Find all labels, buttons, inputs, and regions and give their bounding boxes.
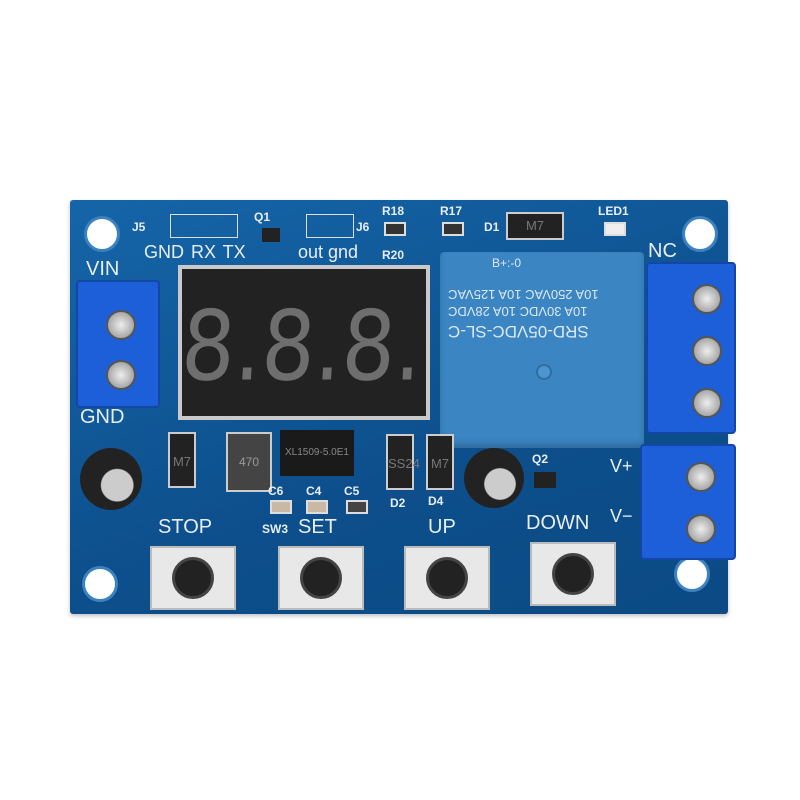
vin-label: VIN: [86, 258, 120, 280]
screw-icon[interactable]: [692, 284, 722, 314]
relay-rating-dc: 10A 30VDC 10A 28VDC: [448, 304, 588, 319]
mounting-hole: [674, 556, 710, 592]
c4-capacitor: [306, 500, 328, 514]
q2-transistor: [534, 472, 556, 488]
c4-label: C4: [306, 484, 322, 498]
c5-label: C5: [344, 484, 360, 498]
up-button[interactable]: [404, 546, 490, 610]
r18-resistor: [384, 222, 406, 236]
electrolytic-capacitor: [80, 448, 142, 510]
screw-icon[interactable]: [686, 462, 716, 492]
relay-dot: [536, 364, 552, 380]
relay-rating-ac: 10A 250VAC 10A 125VAC: [448, 287, 599, 302]
down-button[interactable]: [530, 542, 616, 606]
vminus-label: V−: [610, 506, 633, 526]
screw-icon[interactable]: [106, 310, 136, 340]
diode: M7: [168, 432, 196, 488]
screw-icon[interactable]: [692, 388, 722, 418]
mounting-hole: [84, 216, 120, 252]
d2-label: D2: [390, 496, 406, 510]
down-label: DOWN: [526, 512, 590, 534]
j5-label: J5: [132, 220, 146, 234]
relay-marking: SRD-05VDC-SL-C 10A 30VDC 10A 28VDC 10A 2…: [448, 286, 636, 342]
relay: B+:-0 SRD-05VDC-SL-C 10A 30VDC 10A 28VDC…: [440, 252, 644, 448]
j6-header: [306, 214, 354, 238]
button-cap[interactable]: [172, 557, 214, 599]
c5-capacitor: [346, 500, 368, 514]
stop-label: STOP: [158, 516, 213, 538]
vplus-label: V+: [610, 456, 633, 476]
j6-pins-label: out gnd: [298, 242, 359, 262]
relay-top-mark: B+:-0: [492, 256, 522, 270]
q2-label: Q2: [532, 452, 549, 466]
diode-d4: M7: [426, 434, 454, 490]
vin-terminal-block: [76, 280, 160, 408]
d4-label: D4: [428, 494, 444, 508]
screw-icon[interactable]: [106, 360, 136, 390]
mounting-hole: [682, 216, 718, 252]
q1-label: Q1: [254, 210, 271, 224]
display-digits: 8.8.8.: [178, 289, 426, 403]
j5-pins-label: GND RX TX: [144, 242, 246, 262]
set-button[interactable]: [278, 546, 364, 610]
relay-model: SRD-05VDC-SL-C: [448, 322, 589, 341]
seven-segment-display: 8.8.8.: [178, 265, 430, 420]
up-label: UP: [428, 516, 456, 538]
relay-output-terminal-block: [646, 262, 736, 434]
ic-chip: XL1509-5.0E1: [280, 430, 354, 476]
c6-label: C6: [268, 484, 284, 498]
set-label: SET: [298, 516, 337, 538]
inductor: 470: [226, 432, 272, 492]
button-cap[interactable]: [300, 557, 342, 599]
screw-icon[interactable]: [686, 514, 716, 544]
d1-diode: M7: [506, 212, 564, 240]
pcb-board: J5 GND RX TX Q1 J6 out gnd R18 R17 D1 M7…: [70, 200, 736, 614]
voltage-input-terminal-block: [640, 444, 736, 560]
j6-label: J6: [356, 220, 370, 234]
r17-label: R17: [440, 204, 463, 218]
mounting-hole: [82, 566, 118, 602]
r20-label: R20: [382, 248, 405, 262]
c6-capacitor: [270, 500, 292, 514]
electrolytic-capacitor: [464, 448, 524, 508]
q1-transistor: [262, 228, 280, 242]
sw3-label: SW3: [262, 522, 289, 536]
led1: [604, 222, 626, 236]
nc-label: NC: [648, 240, 677, 262]
button-cap[interactable]: [426, 557, 468, 599]
r18-label: R18: [382, 204, 405, 218]
schottky-diode: SS24: [386, 434, 420, 490]
d1-label: D1: [484, 220, 500, 234]
gnd-label: GND: [80, 406, 125, 428]
j5-header: [170, 214, 238, 238]
screw-icon[interactable]: [692, 336, 722, 366]
button-cap[interactable]: [552, 553, 594, 595]
led1-label: LED1: [598, 204, 629, 218]
r17-resistor: [442, 222, 464, 236]
stop-button[interactable]: [150, 546, 236, 610]
